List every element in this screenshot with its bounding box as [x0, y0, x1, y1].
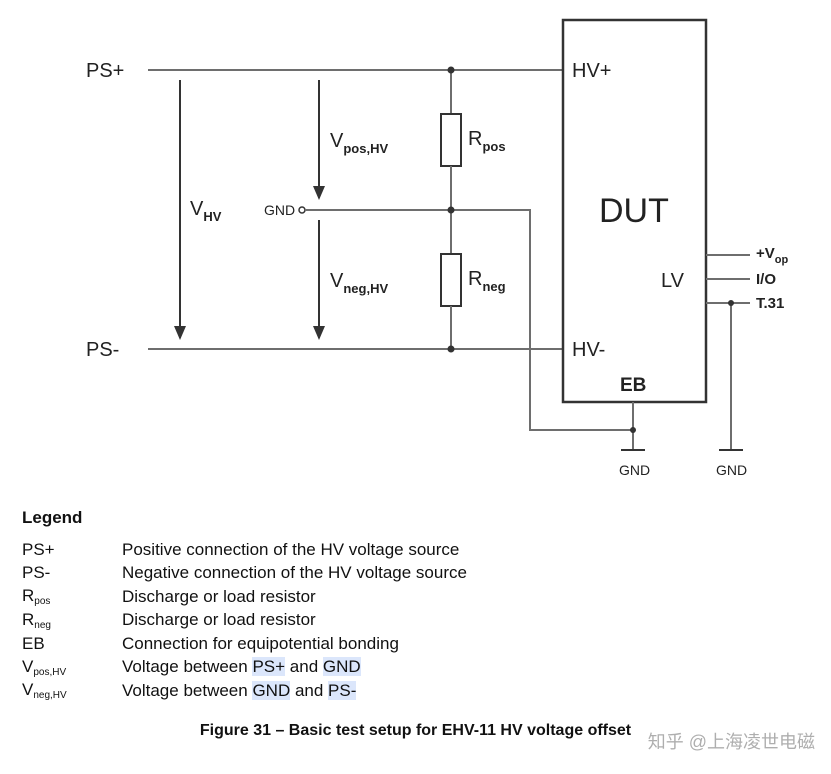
- legend-row-ps-minus: PS- Negative connection of the HV voltag…: [22, 562, 812, 586]
- legend-key: PS+: [22, 539, 55, 559]
- rpos-label: Rpos: [468, 128, 506, 154]
- legend-row-rneg: Rneg Discharge or load resistor: [22, 609, 812, 633]
- watermark: 知乎 @上海凌世电磁: [647, 732, 815, 752]
- lv-vop-label: +Vop: [756, 245, 788, 266]
- legend-row-rpos: Rpos Discharge or load resistor: [22, 585, 812, 609]
- legend: Legend PS+ Positive connection of the HV…: [22, 508, 812, 703]
- gnd-mid-terminal: [298, 206, 306, 214]
- figure-caption: Figure 31 – Basic test setup for EHV-11 …: [199, 722, 632, 739]
- legend-desc: Negative connection of the HV voltage so…: [122, 563, 467, 583]
- gnd-lv-label: GND: [716, 462, 747, 478]
- vneg-arrowhead: [313, 326, 325, 340]
- legend-desc: Voltage between PS+ and GND: [122, 657, 361, 677]
- test-setup-schematic: PS+ PS- VHV Vpos,HV Vneg,HV GND Rpos Rne…: [86, 18, 788, 478]
- legend-desc: Connection for equipotential bonding: [122, 633, 399, 653]
- legend-key: Vneg,HV: [22, 680, 67, 702]
- pin-eb-label: EB: [620, 375, 646, 396]
- legend-row-vpos: Vpos,HV Voltage between PS+ and GND: [22, 656, 812, 680]
- legend-key: Rneg: [22, 609, 51, 631]
- legend-key: EB: [22, 633, 45, 653]
- legend-row-eb: EB Connection for equipotential bonding: [22, 632, 812, 656]
- legend-desc: Discharge or load resistor: [122, 586, 316, 606]
- rpos-resistor: [440, 113, 462, 167]
- eb-junction: [630, 427, 636, 433]
- gnd-mid-label: GND: [264, 202, 295, 218]
- legend-desc: Discharge or load resistor: [122, 610, 316, 630]
- vneg-label: Vneg,HV: [330, 270, 388, 296]
- t31-junction: [728, 300, 734, 306]
- rneg-resistor: [440, 253, 462, 307]
- lv-io-label: I/O: [756, 271, 776, 288]
- legend-row-vneg: Vneg,HV Voltage between GND and PS-: [22, 679, 812, 703]
- legend-key: PS-: [22, 563, 51, 583]
- legend-key: Vpos,HV: [22, 656, 67, 678]
- vhv-arrowhead: [174, 326, 186, 340]
- junction-bottom: [447, 345, 455, 353]
- ps-minus-label: PS-: [86, 339, 119, 361]
- dut-box: [561, 18, 708, 404]
- lv-t31-label: T.31: [756, 295, 784, 312]
- rneg-label: Rneg: [468, 268, 506, 294]
- junction-mid: [447, 206, 455, 214]
- legend-desc: Voltage between GND and PS-: [122, 680, 357, 700]
- vhv-label: VHV: [190, 198, 222, 224]
- legend-row-ps-plus: PS+ Positive connection of the HV voltag…: [22, 538, 812, 562]
- legend-title: Legend: [22, 508, 83, 527]
- pin-hv-plus-label: HV+: [572, 60, 611, 82]
- gnd-eb-label: GND: [619, 462, 650, 478]
- legend-key: Rpos: [22, 586, 51, 608]
- vpos-arrowhead: [313, 186, 325, 200]
- dut-label: DUT: [599, 192, 669, 230]
- vpos-label: Vpos,HV: [330, 130, 388, 156]
- pin-hv-minus-label: HV-: [572, 339, 605, 361]
- gnd-mid-wire: [305, 209, 633, 431]
- junction-top: [447, 66, 455, 74]
- ps-plus-label: PS+: [86, 60, 124, 82]
- legend-desc: Positive connection of the HV voltage so…: [122, 539, 460, 559]
- pin-lv-label: LV: [661, 270, 685, 292]
